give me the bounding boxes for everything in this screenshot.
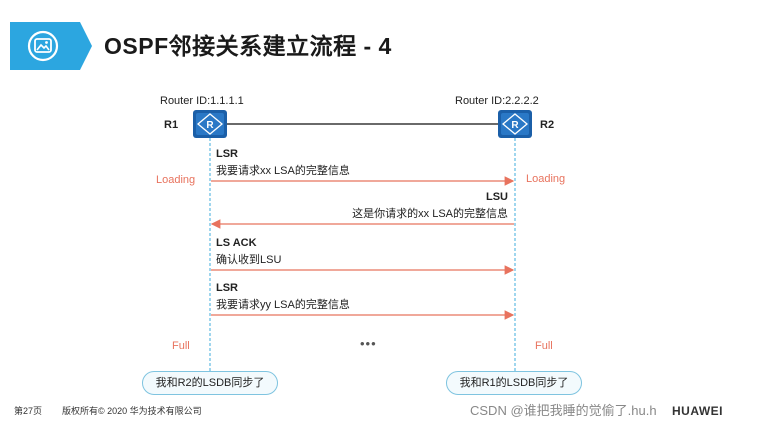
msg-type-1: LSR (216, 148, 238, 160)
msg-text-3: 确认收到LSU (216, 254, 282, 266)
r2-state-loading: Loading (526, 173, 566, 185)
r2-sync-bubble: 我和R1的LSDB同步了 (446, 371, 582, 395)
r1-name: R1 (164, 119, 179, 131)
r1-state-full: Full (172, 340, 190, 352)
watermark: CSDN @谁把我睡的觉偷了.hu.h (470, 403, 657, 418)
msg-text-4: 我要请求yy LSA的完整信息 (216, 299, 350, 311)
huawei-logo: HUAWEI (672, 404, 723, 418)
r2-name: R2 (540, 119, 555, 131)
msg-type-3: LS ACK (216, 237, 257, 249)
image-icon (34, 38, 52, 53)
r2-state-full: Full (535, 340, 553, 352)
svg-text:R: R (206, 120, 214, 131)
svg-text:R: R (511, 120, 519, 131)
copyright: 版权所有© 2020 华为技术有限公司 (62, 406, 202, 416)
r1-state-loading: Loading (156, 174, 196, 186)
msg-type-4: LSR (216, 282, 238, 294)
router-icon: R (193, 110, 227, 138)
router-icon: R (498, 110, 532, 138)
r1-sync-bubble: 我和R2的LSDB同步了 (142, 371, 278, 395)
header-icon-block (10, 22, 92, 70)
r1-router-id: Router ID:1.1.1.1 (160, 95, 244, 107)
msg-type-2: LSU (486, 191, 508, 203)
msg-text-1: 我要请求xx LSA的完整信息 (216, 165, 350, 177)
page-number: 第27页 (14, 406, 43, 416)
r2-router-id: Router ID:2.2.2.2 (455, 95, 539, 107)
ellipsis: ••• (360, 336, 377, 351)
page-title: OSPF邻接关系建立流程 - 4 (104, 33, 392, 59)
msg-text-2: 这是你请求的xx LSA的完整信息 (352, 208, 508, 220)
